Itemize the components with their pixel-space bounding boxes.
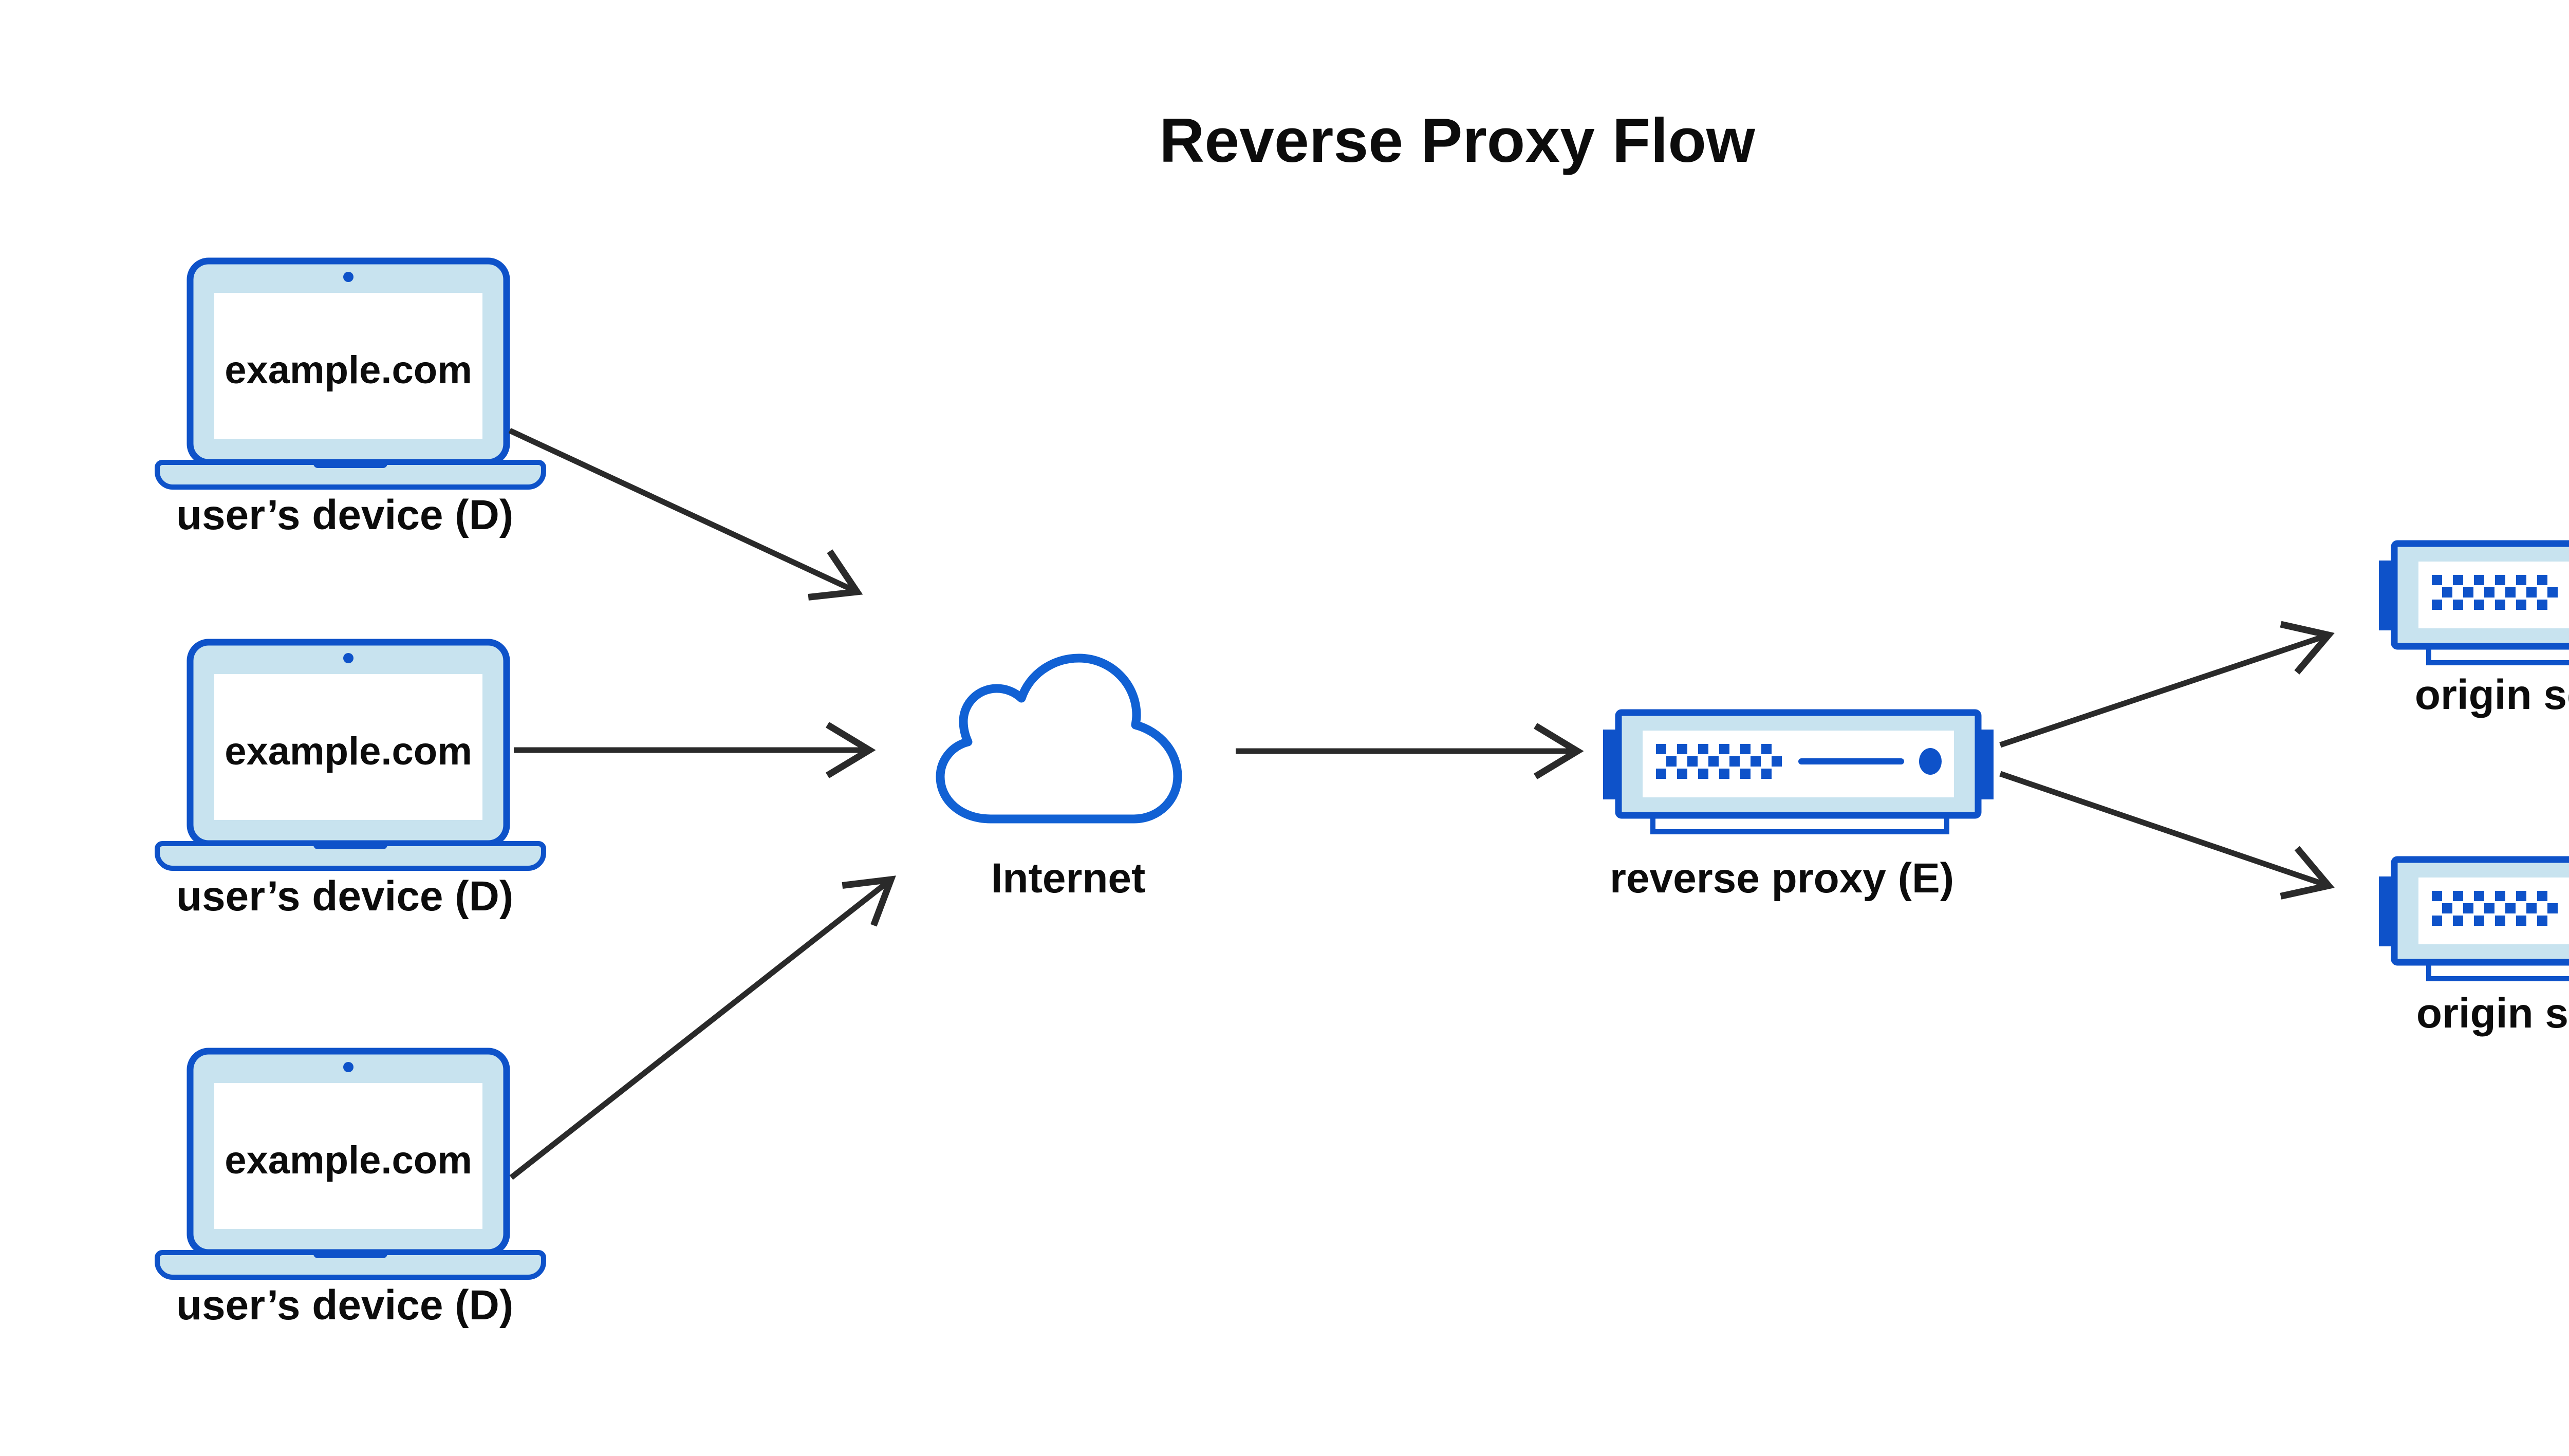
reverse-proxy-label: reverse proxy (E)	[1610, 855, 1954, 902]
arrow-device1-to-internet	[508, 428, 863, 601]
device-screen-url: example.com	[225, 730, 472, 773]
device-screen-url: example.com	[225, 348, 472, 392]
arrow-device3-to-internet	[509, 875, 896, 1180]
device-label: user’s device (D)	[176, 873, 513, 920]
server-icon	[2379, 860, 2569, 979]
internet-label: Internet	[991, 855, 1146, 902]
device-label: user’s device (D)	[176, 1282, 513, 1329]
cloud-icon	[940, 658, 1178, 819]
origin-server-label: origin server (F)	[2416, 990, 2569, 1037]
device-screen-url: example.com	[225, 1138, 472, 1182]
server-icon	[1603, 713, 1994, 832]
arrow-proxy-to-origin2	[1999, 771, 2335, 900]
page-title: Reverse Proxy Flow	[1159, 105, 1756, 175]
origin-server-label: origin server (F)	[2415, 671, 2569, 718]
arrow-proxy-to-origin1	[1999, 621, 2335, 748]
device-label: user’s device (D)	[176, 492, 513, 538]
server-icon	[2379, 544, 2569, 663]
